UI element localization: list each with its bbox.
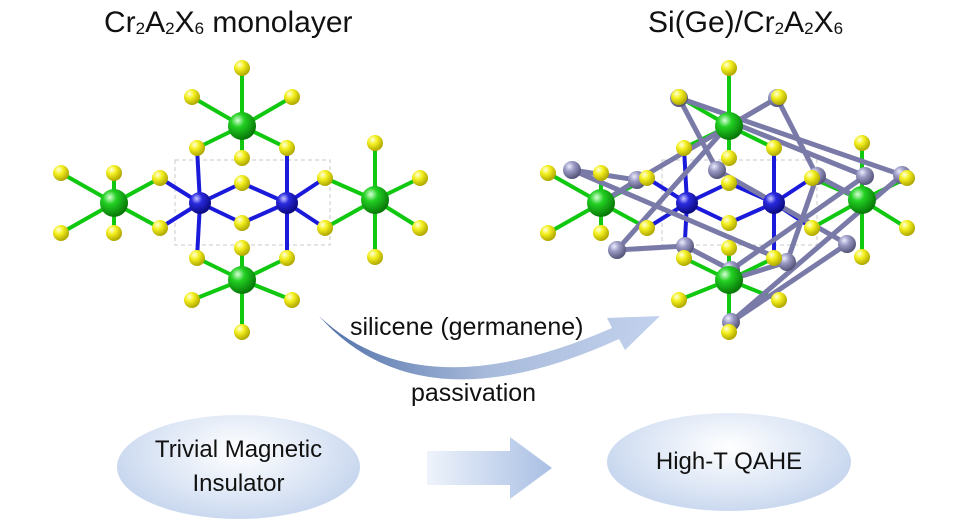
si-atom: [708, 161, 726, 179]
x-atom: [540, 165, 556, 181]
x-atom: [412, 170, 428, 186]
x-atom: [766, 250, 782, 266]
passivation-label: passivation: [411, 379, 537, 407]
x-atom: [152, 170, 168, 186]
x-atom: [766, 140, 782, 156]
x-atom: [676, 140, 692, 156]
x-atom: [53, 165, 69, 181]
si-atom: [778, 253, 796, 271]
x-atom: [189, 140, 205, 156]
cr-atom: [228, 266, 256, 294]
x-atom: [671, 292, 687, 308]
cr-atom: [587, 189, 615, 217]
arc-label: silicene (germanene): [350, 313, 584, 341]
right-box-label: High-T QAHE: [655, 448, 803, 475]
x-atom: [412, 220, 428, 236]
cr-atom: [715, 266, 743, 294]
x-atom: [721, 60, 737, 76]
left-box-line1: Trivial Magnetic: [154, 436, 323, 463]
left-box-line2: Insulator: [192, 470, 285, 497]
bond: [614, 119, 734, 253]
x-atom: [106, 225, 122, 241]
x-atom: [899, 220, 915, 236]
x-atom: [184, 292, 200, 308]
x-atom: [234, 150, 250, 166]
si-atom: [608, 241, 626, 259]
x-atom: [53, 225, 69, 241]
x-atom: [317, 220, 333, 236]
bond: [728, 119, 868, 179]
x-atom: [804, 220, 820, 236]
si-atom: [838, 235, 856, 253]
cr-atom: [848, 186, 876, 214]
bond: [676, 95, 905, 178]
x-atom: [540, 225, 556, 241]
x-atom: [639, 220, 655, 236]
x-atom: [284, 292, 300, 308]
x-atom: [234, 175, 250, 191]
left-structure-title: Cr2A2X6 monolayer: [104, 6, 353, 39]
a-atom: [189, 192, 211, 214]
right-structure-title: Si(Ge)/Cr2A2X6: [648, 6, 844, 39]
x-atom: [234, 60, 250, 76]
si-ge-cr2a2x6-structure: [540, 60, 915, 340]
x-atom: [671, 89, 687, 105]
right-arrow: [427, 437, 552, 499]
si-atom: [856, 167, 874, 185]
cr-atom: [228, 112, 256, 140]
x-atom: [721, 324, 737, 340]
high-t-qahe-ellipse: High-T QAHE: [607, 413, 851, 511]
a-atom: [763, 192, 785, 214]
x-atom: [184, 89, 200, 105]
bond: [728, 241, 850, 325]
cr-atom: [715, 112, 743, 140]
passivation-arc-arrow: [319, 316, 660, 380]
x-atom: [367, 249, 383, 265]
x-atom: [106, 165, 122, 181]
x-atom: [854, 249, 870, 265]
si-atom: [676, 237, 694, 255]
x-atom: [279, 140, 295, 156]
x-atom: [721, 240, 737, 256]
x-atom: [234, 240, 250, 256]
x-atom: [234, 215, 250, 231]
x-atom: [367, 135, 383, 151]
bond: [569, 167, 790, 265]
a-atom: [676, 192, 698, 214]
x-atom: [771, 292, 787, 308]
bond: [676, 95, 720, 173]
x-atom: [317, 170, 333, 186]
x-atom: [279, 250, 295, 266]
x-atom: [804, 170, 820, 186]
cr2a2x6-monolayer-structure: [53, 60, 428, 340]
x-atom: [854, 135, 870, 151]
x-atom: [676, 250, 692, 266]
si-atom: [563, 161, 581, 179]
x-atom: [593, 225, 609, 241]
x-atom: [234, 324, 250, 340]
x-atom: [284, 89, 300, 105]
cr-atom: [100, 189, 128, 217]
x-atom: [899, 170, 915, 186]
x-atom: [721, 150, 737, 166]
x-atom: [639, 170, 655, 186]
bond: [614, 243, 688, 253]
x-atom: [771, 89, 787, 105]
a-atom: [276, 192, 298, 214]
cr-atom: [361, 186, 389, 214]
x-atom: [152, 220, 168, 236]
x-atom: [593, 165, 609, 181]
x-atom: [189, 250, 205, 266]
x-atom: [721, 175, 737, 191]
x-atom: [721, 215, 737, 231]
